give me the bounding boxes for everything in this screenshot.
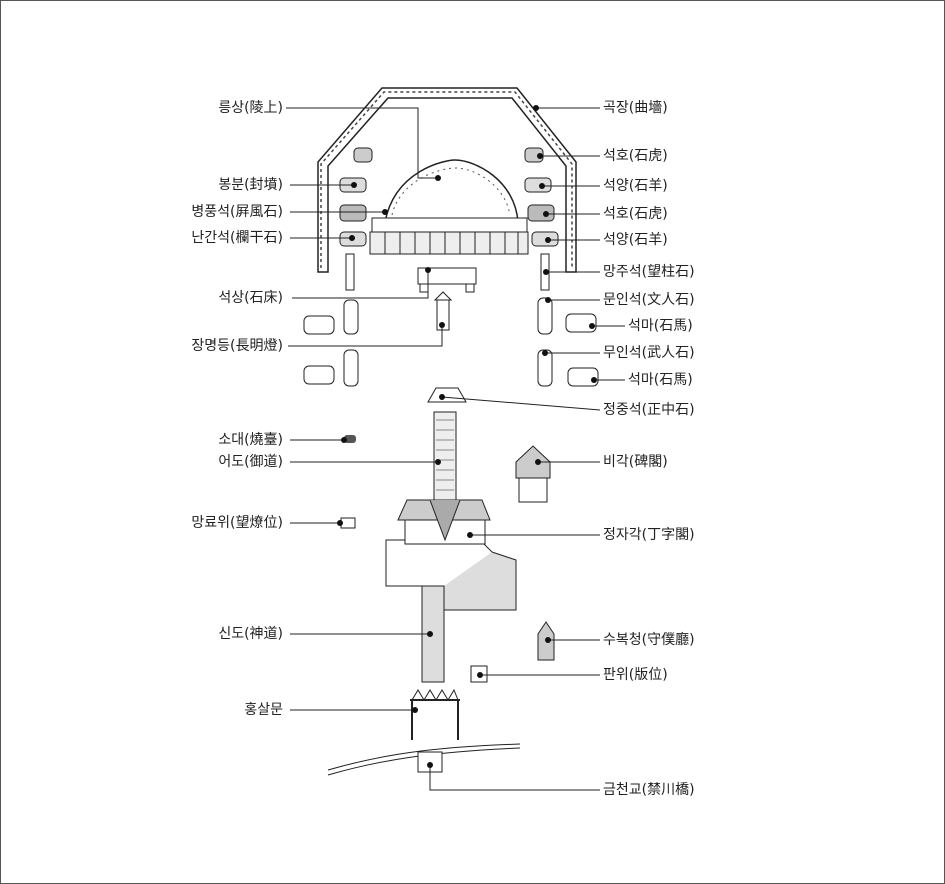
burial-mound xyxy=(369,159,529,255)
military-official-left xyxy=(343,349,359,387)
stream xyxy=(327,743,521,776)
leader-lines xyxy=(286,107,625,791)
stele-pavilion xyxy=(515,445,551,503)
horse-left-2 xyxy=(303,365,335,385)
label-nanganseok: 난간석(欄干石) xyxy=(191,230,283,246)
leader-dots xyxy=(337,105,597,768)
label-mangjuseok: 망주석(望柱石) xyxy=(603,264,695,280)
label-eodo: 어도(御道) xyxy=(218,454,283,470)
civil-official-right xyxy=(537,297,553,335)
stone-lantern xyxy=(433,291,453,331)
civil-official-left xyxy=(343,299,359,335)
label-seokho-2: 석호(石虎) xyxy=(603,206,668,222)
label-mangryowi: 망료위(望燎位) xyxy=(191,515,283,531)
label-seokma-1: 석마(石馬) xyxy=(628,318,693,334)
label-seokma-2: 석마(石馬) xyxy=(628,372,693,388)
label-byeongpungseok: 병풍석(屛風石) xyxy=(191,204,283,220)
label-sindo: 신도(神道) xyxy=(218,626,283,642)
mangjuseok-left xyxy=(345,253,355,291)
label-bigak: 비각(碑閣) xyxy=(603,454,668,470)
horse-right-1 xyxy=(565,313,597,333)
stone-sheep-right xyxy=(524,177,552,193)
horse-left-1 xyxy=(303,315,335,335)
stone-sheep-right-2 xyxy=(531,231,559,247)
label-hongsalmun: 홍살문 xyxy=(244,702,283,718)
label-seogyang-1: 석양(石羊) xyxy=(603,178,668,194)
center-stone xyxy=(427,387,467,403)
horse-right-2 xyxy=(567,367,599,387)
label-mugninseok: 무인석(武人石) xyxy=(603,345,695,361)
label-jeongjagak: 정자각(丁字閣) xyxy=(603,527,695,543)
label-seokho-1: 석호(石虎) xyxy=(603,148,668,164)
mangryowi-marker xyxy=(340,517,356,529)
t-shaped-shrine xyxy=(385,499,517,611)
label-jangmyeongdeung: 장명등(長明燈) xyxy=(191,338,283,354)
sodae-marker xyxy=(344,435,356,443)
red-arrow-gate xyxy=(410,688,460,740)
label-sodae: 소대(燒臺) xyxy=(218,432,283,448)
label-geumcheongyo: 금천교(禁川橋) xyxy=(603,782,695,798)
label-gokjang: 곡장(曲墻) xyxy=(603,100,668,116)
stone-table xyxy=(417,267,477,293)
label-subokcheong: 수복청(守僕廳) xyxy=(603,632,695,648)
label-panwi: 판위(版位) xyxy=(603,667,668,683)
label-bongbun: 봉분(封墳) xyxy=(218,177,283,193)
label-muninseok: 문인석(文人石) xyxy=(603,292,695,308)
stone-tiger-left xyxy=(353,147,373,163)
label-seogyang-2: 석양(石羊) xyxy=(603,232,668,248)
label-neungsang: 릉상(陵上) xyxy=(218,100,283,116)
label-jeongjungseok: 정중석(正中石) xyxy=(603,402,695,418)
label-seoksang: 석상(石床) xyxy=(218,290,283,306)
stone-tiger-right-2 xyxy=(527,204,555,222)
stone-tiger-left-2 xyxy=(339,204,367,222)
